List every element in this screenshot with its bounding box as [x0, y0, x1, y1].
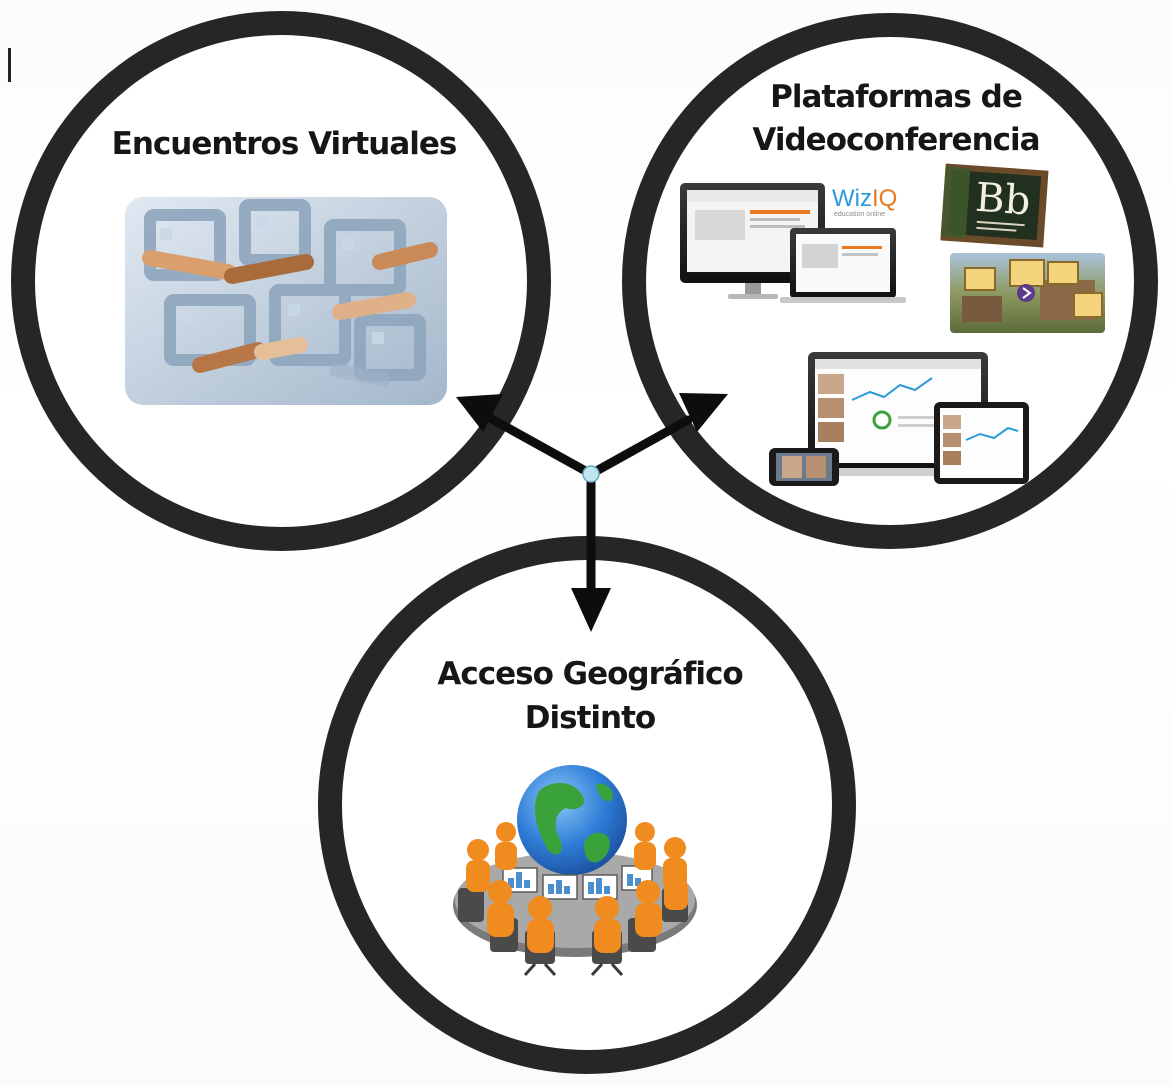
node-plataformas-videoconferencia: Plataformas de Videoconferencia WizIQ ed…	[622, 13, 1158, 549]
svg-text:WizIQ: WizIQ	[832, 185, 897, 212]
person-figures	[466, 822, 688, 953]
globe-icon	[517, 765, 627, 875]
arrowhead-plataformas	[679, 393, 728, 432]
arrowhead-encuentros	[456, 394, 503, 432]
blackboard-logo: Bb	[940, 163, 1049, 248]
wiziq-devices-image	[680, 183, 906, 303]
campus-collage-image	[950, 253, 1105, 333]
arrow-to-plataformas	[586, 415, 693, 479]
arrowhead-acceso	[571, 588, 611, 632]
title-acceso-line2: Distinto	[525, 700, 655, 736]
title-plataformas-line2: Videoconferencia	[752, 122, 1039, 158]
svg-text:education online: education online	[834, 211, 885, 218]
arrow-to-encuentros	[485, 413, 596, 479]
cursor-mark	[8, 48, 11, 82]
title-acceso-line1: Acceso Geográfico	[437, 656, 742, 692]
globe-meeting-image	[453, 765, 697, 977]
svg-text:Bb: Bb	[974, 175, 1032, 225]
title-plataformas-line1: Plataformas de	[770, 79, 1022, 115]
arrowheads	[456, 393, 728, 632]
connector-arrows	[485, 413, 693, 601]
node-encuentros-virtuales: Encuentros Virtuales	[11, 11, 551, 551]
wiziq-logo: WizIQ education online	[832, 185, 897, 218]
node-acceso-geografico: Acceso Geográfico Distinto	[318, 536, 856, 1074]
videoconference-devices-image	[769, 352, 1029, 486]
title-encuentros: Encuentros Virtuales	[112, 126, 457, 162]
handshake-image	[125, 197, 447, 405]
hub-node[interactable]	[582, 465, 600, 483]
